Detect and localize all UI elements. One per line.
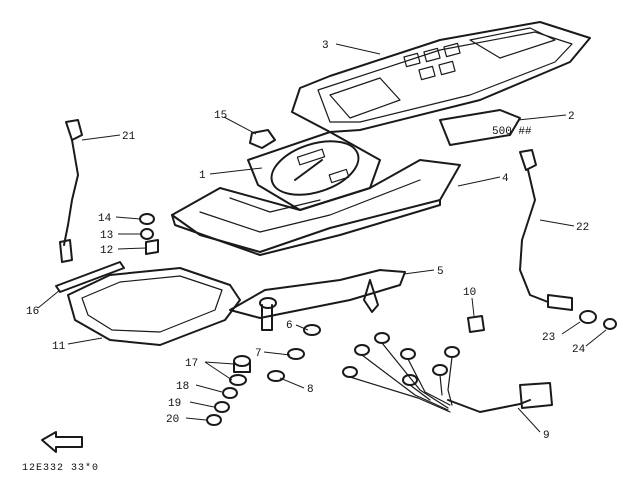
callout-3: 3 xyxy=(322,40,329,52)
callout-23: 23 xyxy=(542,332,555,344)
callout-18: 18 xyxy=(176,381,189,393)
callout-7: 7 xyxy=(255,348,262,360)
speedometer-part xyxy=(247,131,381,211)
callout-21: 21 xyxy=(122,131,136,143)
callout-13: 13 xyxy=(100,230,113,242)
callout-20: 20 xyxy=(166,414,179,426)
wire-harness-part xyxy=(342,332,553,413)
callout-12: 12 xyxy=(100,245,113,257)
boss-6-part xyxy=(259,297,321,336)
callout-9: 9 xyxy=(543,430,550,442)
damper-stack-17-20 xyxy=(206,348,305,426)
callout-8: 8 xyxy=(307,384,314,396)
meter-case-part xyxy=(171,159,461,256)
callout-2: 2 xyxy=(568,111,575,123)
callout-labels: 3 2 1 4 5 6 7 8 9 10 11 12 13 14 15 16 1… xyxy=(26,40,589,442)
svg-text:500 ##: 500 ## xyxy=(492,126,532,138)
callout-1: 1 xyxy=(199,170,206,182)
callout-14: 14 xyxy=(98,213,112,225)
callout-11: 11 xyxy=(52,341,66,353)
callout-4: 4 xyxy=(502,173,509,185)
callout-16: 16 xyxy=(26,306,39,318)
strip-16-part xyxy=(55,261,125,293)
direction-arrow-icon xyxy=(41,431,83,453)
bracket-part xyxy=(229,269,406,319)
meter-plate-part: 500 ## xyxy=(439,109,532,146)
speedometer-cable-part xyxy=(59,119,83,263)
callout-6: 6 xyxy=(286,320,293,332)
lower-cover-part xyxy=(67,267,241,346)
callout-15: 15 xyxy=(214,110,227,122)
socket-10-part xyxy=(467,315,485,333)
callout-5: 5 xyxy=(437,266,444,278)
grommet-15-part xyxy=(249,129,276,149)
callout-17a: 17 xyxy=(185,358,198,370)
drawing-code: 12E332 33*0 xyxy=(22,462,99,474)
callout-22: 22 xyxy=(576,222,589,234)
leader-lines xyxy=(37,43,607,433)
callout-10: 10 xyxy=(463,287,476,299)
grommets-23-24 xyxy=(579,310,617,330)
callout-24: 24 xyxy=(572,344,586,356)
tachometer-cable-part xyxy=(519,149,573,311)
callout-19: 19 xyxy=(168,398,181,410)
meter-cover-part xyxy=(291,21,591,133)
